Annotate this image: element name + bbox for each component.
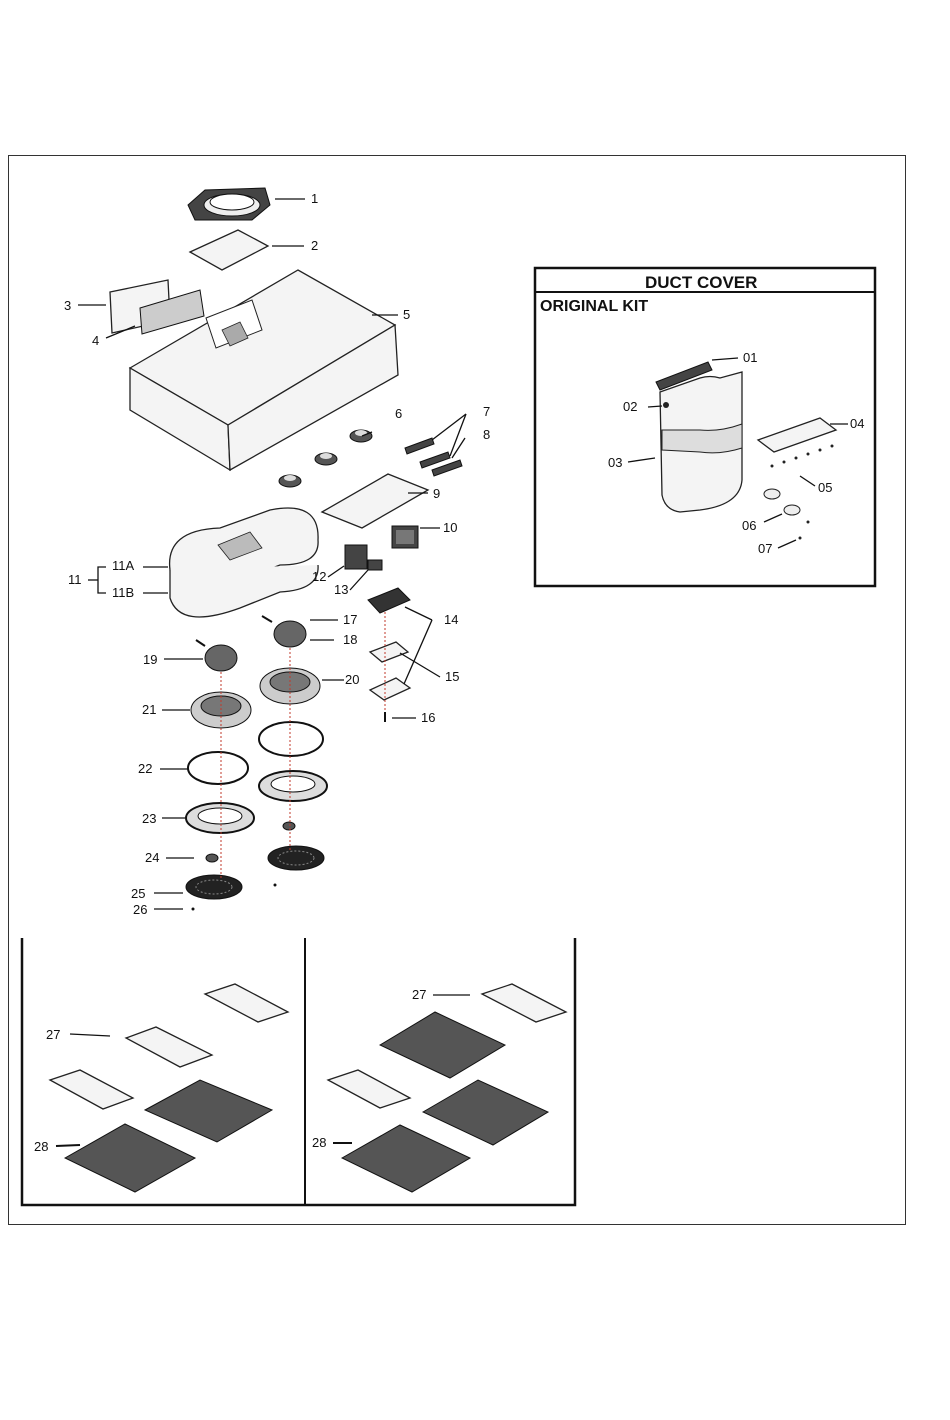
label-21: 21 bbox=[142, 702, 156, 717]
label-11B: 11B bbox=[112, 585, 134, 600]
filter-panel-right: 27 28 bbox=[312, 984, 566, 1192]
kit-label-04: 04 bbox=[850, 416, 864, 431]
label-17: 17 bbox=[343, 612, 357, 627]
label-8: 8 bbox=[483, 427, 490, 442]
grease-filter bbox=[65, 1124, 195, 1192]
label-26: 26 bbox=[133, 902, 147, 917]
part-11-fan-housing bbox=[170, 508, 319, 617]
part-13-clip bbox=[368, 560, 382, 570]
label-5: 5 bbox=[403, 307, 410, 322]
part-19-motor-left bbox=[196, 640, 237, 671]
label-15: 15 bbox=[445, 669, 459, 684]
kit-label-05: 05 bbox=[818, 480, 832, 495]
part-22-ring-left bbox=[188, 752, 248, 784]
label-13: 13 bbox=[334, 582, 348, 597]
label-14: 14 bbox=[444, 612, 458, 627]
part-9-bracket bbox=[322, 474, 428, 528]
label-10: 10 bbox=[443, 520, 457, 535]
part-17-18-motor-right bbox=[262, 616, 306, 647]
right-label-27: 27 bbox=[412, 987, 426, 1002]
label-25: 25 bbox=[131, 886, 145, 901]
label-16: 16 bbox=[421, 710, 435, 725]
label-11A: 11A bbox=[112, 558, 134, 573]
right-label-28: 28 bbox=[312, 1135, 326, 1150]
filter-panel-left: 27 28 bbox=[34, 984, 288, 1192]
grease-filter bbox=[380, 1012, 505, 1078]
left-label-27: 27 bbox=[46, 1027, 60, 1042]
kit-label-02: 02 bbox=[623, 399, 637, 414]
kit-label-03: 03 bbox=[608, 455, 622, 470]
part-1-duct-collar bbox=[188, 188, 270, 220]
part-25-wheel-right bbox=[268, 846, 324, 870]
original-kit-subtitle: ORIGINAL KIT bbox=[540, 298, 648, 315]
left-label-28: 28 bbox=[34, 1139, 48, 1154]
part-24-nut-right bbox=[283, 822, 295, 830]
label-3: 3 bbox=[64, 298, 71, 313]
label-22: 22 bbox=[138, 761, 152, 776]
part-23-housing-left bbox=[186, 803, 254, 833]
label-18: 18 bbox=[343, 632, 357, 647]
part-7-8-switches bbox=[405, 438, 462, 476]
part-12-capacitor bbox=[345, 545, 367, 569]
kit-label-01: 01 bbox=[743, 350, 757, 365]
duct-cover-title: DUCT COVER bbox=[645, 273, 757, 292]
duct-cover-kit-box: DUCT COVER ORIGINAL KIT 01 02 03 04 05 0… bbox=[535, 268, 875, 586]
kit-part-06-anchor bbox=[764, 489, 780, 499]
grease-filter bbox=[342, 1125, 470, 1192]
part-26-screw-right bbox=[274, 884, 277, 887]
filter-panels: 27 28 27 28 bbox=[22, 938, 575, 1205]
label-20: 20 bbox=[345, 672, 359, 687]
kit-label-06: 06 bbox=[742, 518, 756, 533]
kit-label-07: 07 bbox=[758, 541, 772, 556]
label-4: 4 bbox=[92, 333, 99, 348]
label-2: 2 bbox=[311, 238, 318, 253]
label-11: 11 bbox=[68, 572, 82, 587]
label-6: 6 bbox=[395, 406, 402, 421]
part-10-component bbox=[392, 526, 418, 548]
part-2-plate bbox=[190, 230, 268, 270]
part-23-housing-right bbox=[259, 771, 327, 801]
label-12: 12 bbox=[312, 569, 326, 584]
label-23: 23 bbox=[142, 811, 156, 826]
label-7: 7 bbox=[483, 404, 490, 419]
grease-filter bbox=[145, 1080, 272, 1142]
label-24: 24 bbox=[145, 850, 159, 865]
part-22-ring-right bbox=[259, 722, 323, 756]
label-19: 19 bbox=[143, 652, 157, 667]
label-1: 1 bbox=[311, 191, 318, 206]
part-26-screw-left bbox=[192, 908, 195, 911]
part-6-knobs bbox=[279, 430, 372, 487]
part-24-nut-left bbox=[206, 854, 218, 862]
part-25-wheel-left bbox=[186, 875, 242, 899]
kit-part-06-anchor-b bbox=[784, 505, 800, 515]
grease-filter bbox=[423, 1080, 548, 1145]
label-9: 9 bbox=[433, 486, 440, 501]
kit-part-02-screw bbox=[663, 402, 669, 408]
